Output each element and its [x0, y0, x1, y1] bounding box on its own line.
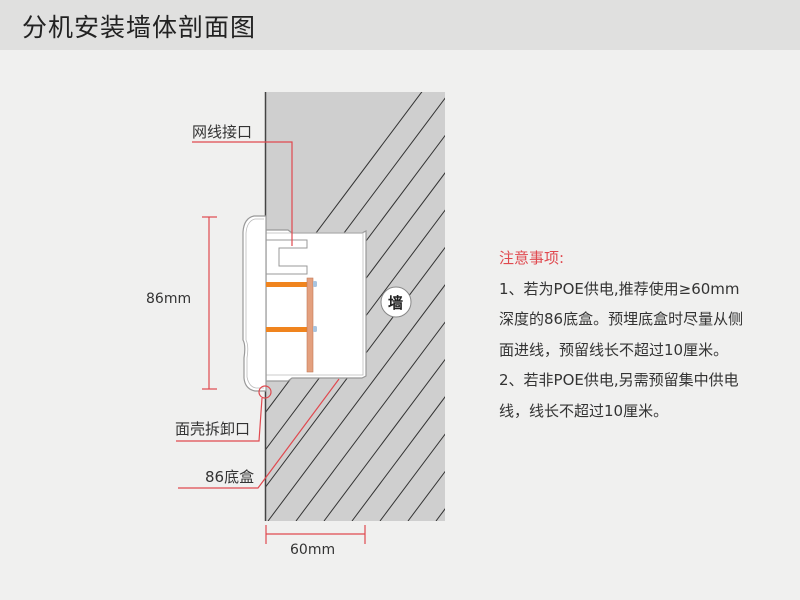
hatch-line [323, 358, 445, 521]
hatch-line [265, 209, 445, 452]
page-title: 分机安装墙体剖面图 [22, 13, 257, 42]
screw-bottom [313, 326, 317, 332]
copper-plate [306, 277, 314, 373]
faceplate [242, 215, 267, 392]
hatch-line [265, 246, 445, 489]
hatch-line [267, 284, 445, 521]
depth-dim-label: 60mm [290, 542, 336, 558]
terminal-bar-top [266, 282, 308, 287]
notes-line: 1、若为POE供电,推荐使用≥60mm [499, 279, 740, 298]
notes-panel: 注意事项: 1、若为POE供电,推荐使用≥60mm 深度的86底盒。预埋底盒时尽… [499, 243, 789, 426]
notes-line: 2、若非POE供电,另需预留集中供电 [499, 371, 739, 389]
terminal-bar-bottom [266, 327, 308, 332]
notes-line: 深度的86底盒。预埋底盒时尽量从侧 [499, 310, 744, 328]
hatch-line [351, 396, 445, 521]
network-connector [266, 239, 308, 275]
annotation-lines [176, 141, 366, 544]
header-bar: 分机安装墙体剖面图 [0, 0, 800, 50]
network-port-leader [192, 141, 293, 246]
mounting-box [265, 229, 367, 382]
box-leader [178, 378, 340, 489]
height-dim-label: 86mm [146, 291, 192, 307]
release-leader [176, 397, 263, 442]
notes-line: 线，线长不超过10厘米。 [499, 401, 669, 420]
notes-title: 注意事项: [499, 249, 565, 267]
hatch-line [265, 172, 445, 414]
hatch-line [295, 321, 445, 521]
wall-label: 墙 [388, 294, 404, 312]
screw-top [313, 281, 317, 287]
release-point-marker [258, 385, 272, 399]
wall-label-circle [380, 286, 412, 318]
faceplate-release-label: 面壳拆卸口 [175, 420, 251, 438]
network-port-label: 网线接口 [192, 123, 253, 141]
notes-line: 面进线，预留线长不超过10厘米。 [499, 340, 729, 359]
box-label: 86底盒 [205, 468, 255, 486]
